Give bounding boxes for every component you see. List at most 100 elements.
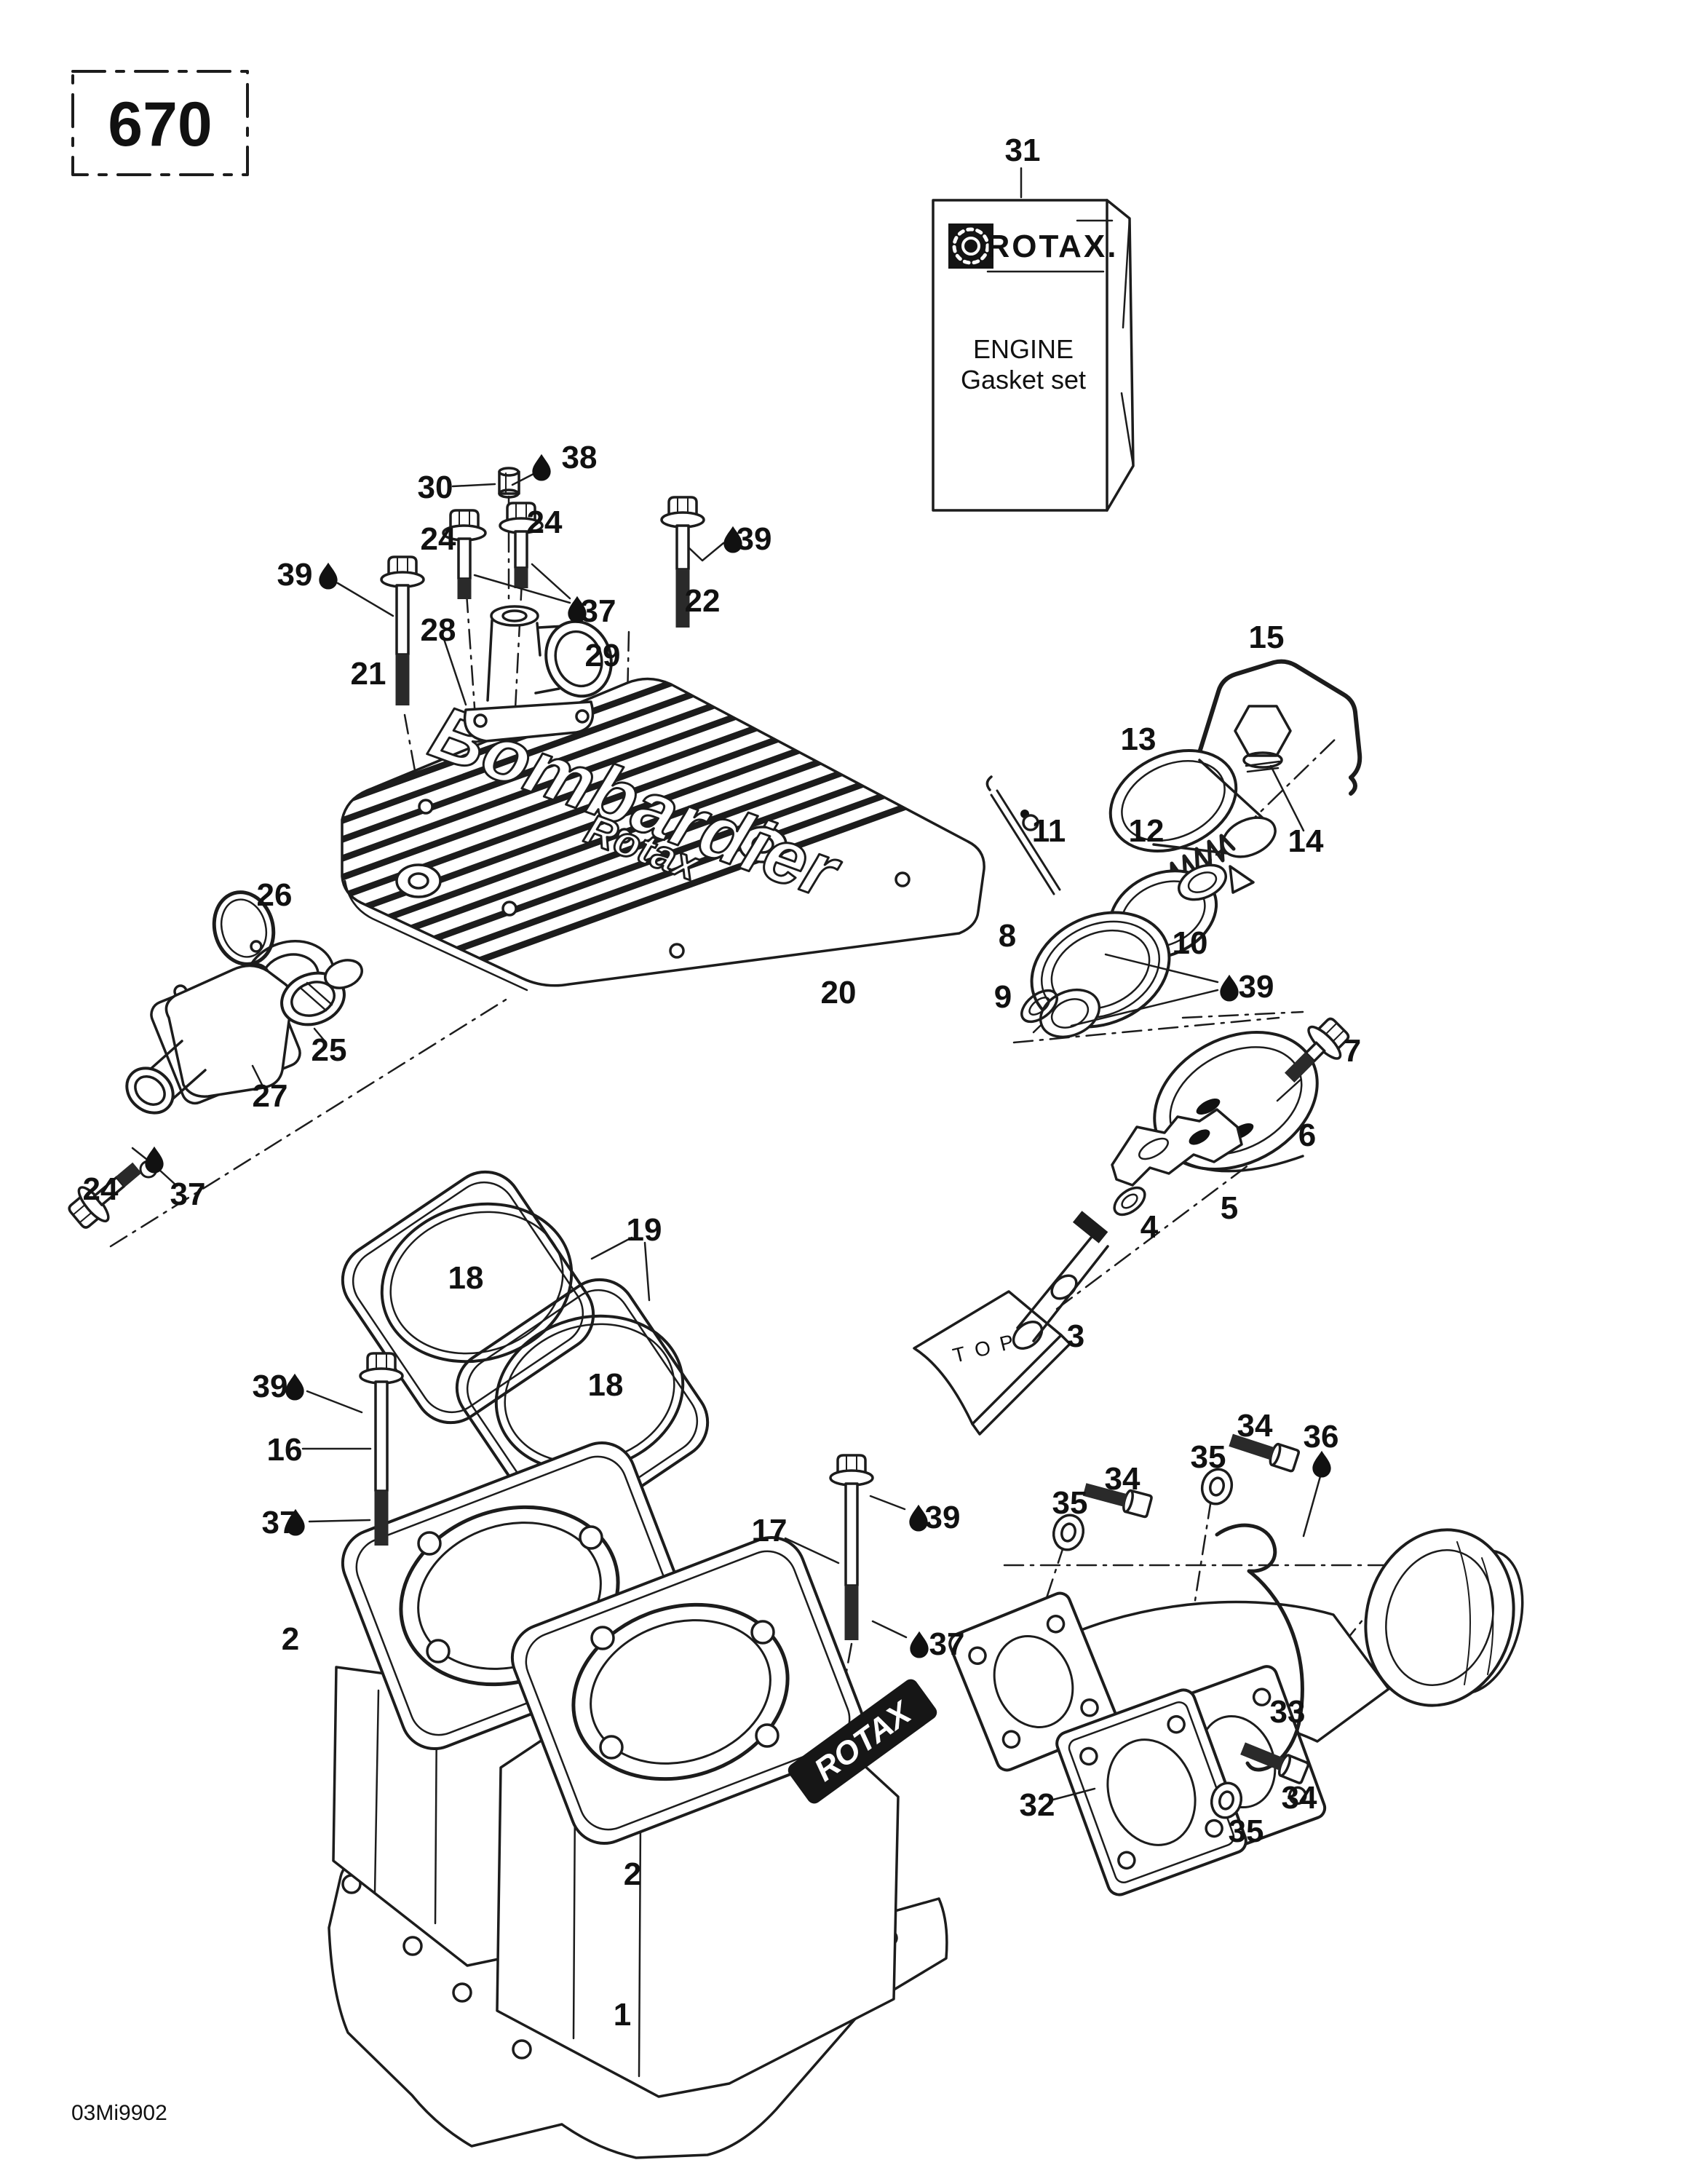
callout-21: 21: [351, 656, 386, 692]
oil-drop-icon: [319, 562, 338, 590]
cooling-fin: [342, 678, 985, 889]
callout-35: 35: [1052, 1485, 1088, 1521]
oil-drop-icon: [910, 1631, 929, 1658]
callout-5: 5: [1221, 1190, 1238, 1226]
callout-34: 34: [1105, 1461, 1140, 1497]
callout-16: 16: [267, 1432, 303, 1468]
plug-14: [1234, 705, 1292, 773]
callout-26: 26: [257, 877, 293, 913]
oil-drop-icon: [1220, 974, 1239, 1002]
sheet-code: 03Mi9902: [71, 2101, 167, 2125]
head-gasket-front: [341, 1170, 595, 1425]
callout-38: 38: [562, 440, 598, 475]
callout-39: 39: [925, 1500, 961, 1535]
oil-drop-icon: [909, 1504, 928, 1532]
bolt-34-b: [1229, 1433, 1300, 1473]
callout-17: 17: [752, 1513, 788, 1548]
callout-25: 25: [312, 1032, 347, 1068]
kit-title-line2: Gasket set: [961, 365, 1086, 395]
bolt-16: [359, 1352, 404, 1546]
bolt-17: [829, 1454, 874, 1640]
callout-31: 31: [1005, 132, 1041, 168]
model-badge: 670: [71, 70, 249, 176]
rotary-valve-3: TOP: [913, 1211, 1109, 1436]
callout-35: 35: [1191, 1439, 1226, 1475]
thermostat: [280, 959, 363, 1026]
callout-10: 10: [1173, 925, 1208, 961]
oil-drop-icon: [285, 1373, 304, 1401]
callout-34: 34: [1282, 1780, 1317, 1816]
callout-19: 19: [627, 1212, 662, 1248]
pin-clip-11: [985, 775, 1061, 895]
o-ring-26: [212, 890, 276, 966]
washer-35-a: [1052, 1514, 1085, 1551]
bolts-and-washers: [68, 496, 1350, 1819]
callout-12: 12: [1129, 813, 1165, 849]
callout-36: 36: [1304, 1419, 1339, 1455]
bolt-24-right: [499, 502, 544, 588]
callout-22: 22: [685, 583, 721, 619]
screw-7: [1284, 1017, 1350, 1083]
oil-drop-icon: [568, 596, 587, 623]
cooling-fin: [342, 678, 985, 870]
callout-4: 4: [1140, 1209, 1159, 1245]
cooling-fin: [342, 678, 985, 832]
thermostat-housing: [125, 962, 301, 1115]
callout-39: 39: [277, 557, 313, 593]
callout-24: 24: [527, 505, 563, 540]
callout-29: 29: [585, 638, 621, 673]
callout-39: 39: [253, 1369, 288, 1404]
callout-6: 6: [1298, 1117, 1316, 1153]
valve-cup-13: [1108, 749, 1277, 894]
callout-24: 24: [83, 1171, 119, 1207]
bolt-24-left: [442, 509, 487, 599]
bolt-22: [660, 496, 705, 628]
nut-30: [498, 467, 520, 499]
washer-4: [1113, 1186, 1146, 1216]
oil-drop-icon: [1312, 1450, 1331, 1478]
bolt-34-a: [1082, 1483, 1153, 1519]
callout-30: 30: [418, 470, 453, 505]
callout-18: 18: [588, 1367, 624, 1403]
callout-18: 18: [448, 1260, 484, 1296]
callout-13: 13: [1121, 721, 1157, 757]
callout-3: 3: [1067, 1318, 1084, 1354]
callout-9: 9: [994, 979, 1012, 1015]
spring-wire-33: [1215, 1523, 1304, 1772]
oil-drop-icon: [286, 1508, 305, 1536]
callout-33: 33: [1270, 1694, 1306, 1730]
callout-27: 27: [253, 1078, 288, 1114]
callout-8: 8: [999, 918, 1016, 954]
bolt-24-lower: [68, 1162, 142, 1229]
callout-37: 37: [929, 1626, 965, 1662]
callout-35: 35: [1229, 1813, 1264, 1849]
water-outlet-socket: [463, 605, 613, 743]
leader-lines: [131, 167, 1322, 1801]
callout-37: 37: [170, 1176, 206, 1212]
spring-12: [1158, 834, 1236, 892]
bolt-21: [380, 555, 425, 705]
cylinder-head-cover: Bombardier Rotax: [244, 677, 985, 1018]
manifold-flange-front: [948, 1591, 1119, 1772]
callout-2: 2: [624, 1856, 641, 1892]
bolt-34-c: [1240, 1742, 1310, 1784]
callout-11: 11: [1032, 813, 1066, 849]
callout-37: 37: [581, 593, 616, 629]
kit-title-line1: ENGINE: [973, 334, 1074, 364]
rubber-boot-36: [1364, 1528, 1515, 1707]
callout-7: 7: [1344, 1033, 1361, 1069]
callout-39: 39: [1239, 969, 1274, 1005]
callout-24: 24: [421, 521, 456, 557]
washer-9: [1020, 989, 1058, 1024]
gasket-5: [1111, 1108, 1243, 1187]
model-number: 670: [108, 90, 213, 159]
callout-2: 2: [282, 1621, 299, 1657]
callout-1: 1: [614, 1997, 631, 2033]
kit-brand: ROTAX.: [987, 229, 1119, 264]
exhaust-gasket-32: [1055, 1688, 1247, 1896]
callout-14: 14: [1288, 823, 1324, 859]
washer-35-b: [1200, 1468, 1234, 1506]
